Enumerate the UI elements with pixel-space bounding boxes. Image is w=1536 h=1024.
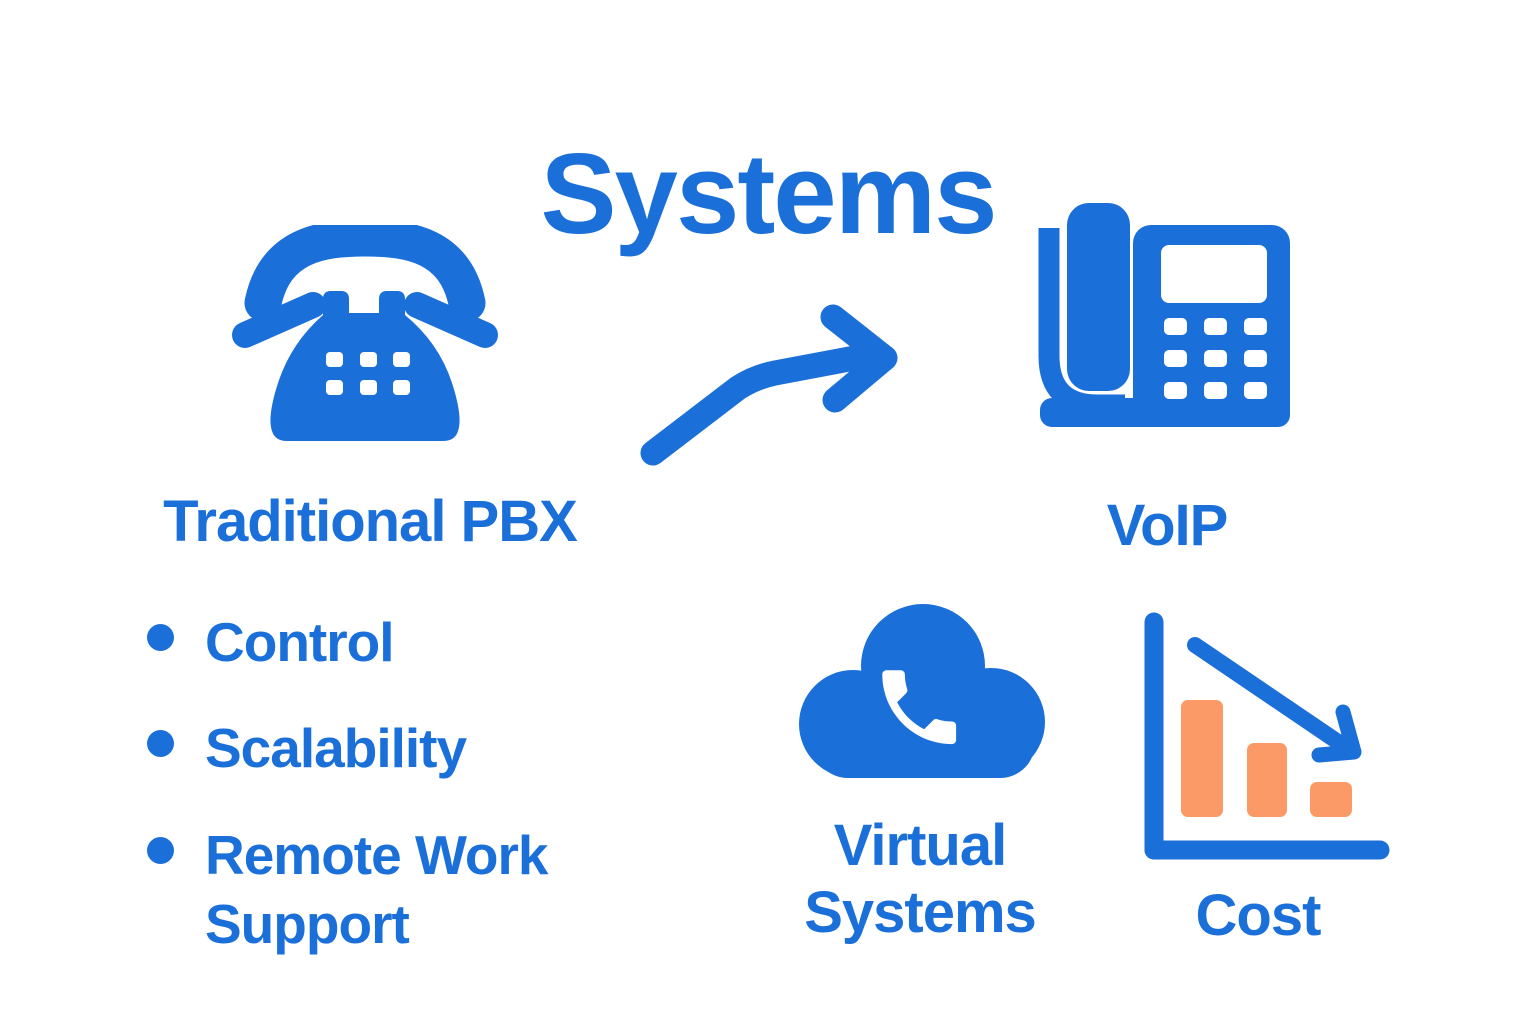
desk-phone-icon	[1038, 203, 1290, 427]
page-title: Systems	[540, 131, 998, 259]
cloud-phone-icon	[799, 604, 1045, 778]
virtual-systems-label: Virtual Systems	[804, 813, 1037, 946]
voip-label: VoIP	[1106, 493, 1229, 558]
traditional-pbx-label: Traditional PBX	[163, 489, 578, 554]
cost-label: Cost	[1195, 883, 1322, 948]
classic-telephone-icon	[232, 225, 498, 441]
list-item: Control	[135, 608, 615, 677]
transition-arrow-icon	[640, 304, 898, 466]
list-item: Scalability	[135, 714, 615, 783]
pbx-feature-list: Control Scalability Remote Work Support	[135, 608, 615, 996]
list-item: Remote Work Support	[135, 821, 615, 960]
declining-bar-chart-icon	[1144, 612, 1390, 860]
